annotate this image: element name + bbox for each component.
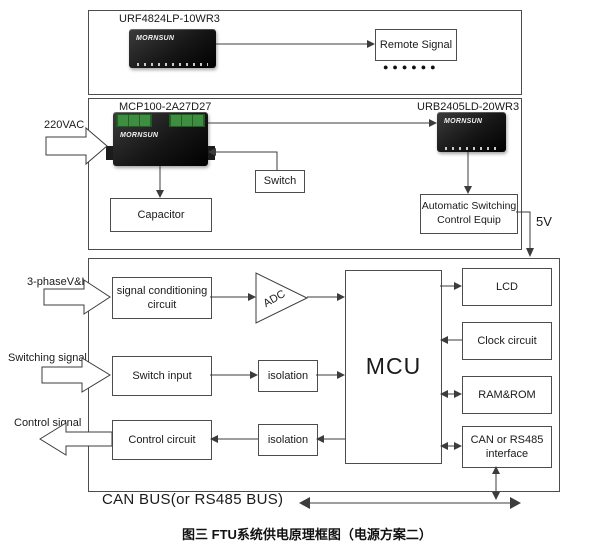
remote-signal-box: Remote Signal (375, 29, 457, 61)
clock-circuit-box: Clock circuit (462, 322, 552, 360)
mcp-module-label: MCP100-2A27D27 (119, 101, 212, 113)
urb-module-label: URB2405LD-20WR3 (417, 101, 520, 113)
output-control-signal-label: Control signal (14, 417, 82, 429)
auto-switching-control-box: Automatic Switching Control Equip (420, 194, 518, 234)
module-brand-text: MORNSUN (136, 35, 175, 42)
input-switching-signal-label: Switching signal (8, 352, 87, 364)
input-220vac-label: 220VAC (44, 119, 85, 131)
switch-input-box: Switch input (112, 356, 212, 396)
module-brand-text: MORNSUN (120, 132, 159, 139)
power-module-mcp100: MORNSUN (106, 112, 215, 166)
figure-caption: 图三 FTU系统供电原理框图（电源方案二） (182, 527, 432, 542)
output-5v-label: 5V (536, 214, 552, 229)
mcu-box: MCU (345, 270, 442, 464)
ram-rom-box: RAM&ROM (462, 376, 552, 414)
capacitor-box: Capacitor (110, 198, 212, 232)
switch-box: Switch (255, 170, 305, 193)
can-bus-double-arrow (299, 497, 521, 509)
lcd-box: LCD (462, 268, 552, 306)
power-module-urf4824: MORNSUN (129, 29, 216, 68)
ellipsis-dots: ●●●●●● (383, 62, 440, 72)
power-module-urb2405: MORNSUN (437, 112, 506, 152)
mounting-flange-right (208, 146, 215, 160)
input-three-phase-label: 3-phaseV&I (27, 276, 85, 288)
module-brand-text: MORNSUN (444, 118, 483, 125)
terminal-block-right (169, 114, 205, 127)
isolation-top-box: isolation (258, 360, 318, 392)
isolation-bottom-box: isolation (258, 424, 318, 456)
control-circuit-box: Control circuit (112, 420, 212, 460)
mounting-flange-left (106, 146, 113, 160)
terminal-block-left (116, 114, 152, 127)
signal-conditioning-box: signal conditioning circuit (112, 277, 212, 319)
can-bus-label: CAN BUS(or RS485 BUS) (102, 491, 284, 508)
urf-module-label: URF4824LP-10WR3 (119, 13, 220, 25)
can-interface-box: CAN or RS485 interface (462, 426, 552, 468)
